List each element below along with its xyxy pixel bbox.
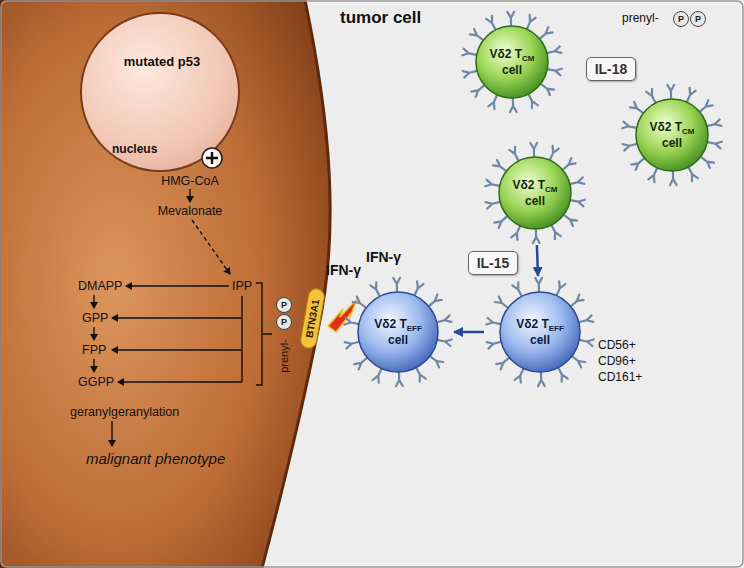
text-label: DMAPP xyxy=(78,279,122,293)
pathway-arrow xyxy=(189,189,190,202)
cell-name-line: Vδ2 TCM xyxy=(489,47,534,63)
text-label: FPP xyxy=(82,343,106,357)
pathway-arrow xyxy=(126,285,229,286)
cell-text: Vδ2 TCMcell xyxy=(489,47,534,77)
text-label: IFN-γ xyxy=(366,249,401,265)
cell-body xyxy=(484,276,596,388)
cell-subscript: CM xyxy=(682,127,694,136)
effector-cell: Vδ2 TEFFcell xyxy=(484,276,596,388)
tumor-cell-shape xyxy=(0,0,430,568)
flow-arrow xyxy=(537,245,538,276)
effector-cell: Vδ2 TEFFcell xyxy=(342,276,454,388)
pathway-arrow xyxy=(93,327,94,340)
cell-name: Vδ2 T xyxy=(374,317,407,331)
cell-name-line: Vδ2 TEFF xyxy=(516,317,564,333)
cytokine-label: IL-18 xyxy=(595,61,628,77)
cell-name: Vδ2 T xyxy=(489,47,522,61)
nucleus-circle: mutated p53 nucleus xyxy=(80,12,240,172)
bracket xyxy=(256,283,272,385)
cell-name: Vδ2 T xyxy=(649,120,682,134)
cytokine-box: IL-18 xyxy=(586,57,637,81)
cell-subscript: CM xyxy=(522,54,534,63)
flow-arrow xyxy=(454,331,484,334)
lightning-bolt xyxy=(328,299,357,332)
pathway-line xyxy=(241,296,242,382)
cell-text: Vδ2 TCMcell xyxy=(649,120,694,150)
phosphate-label: P xyxy=(281,301,287,310)
cell-word: cell xyxy=(512,194,557,208)
text-label: IFN-γ xyxy=(326,262,361,278)
cell-text: Vδ2 TEFFcell xyxy=(516,317,564,347)
cell-body xyxy=(483,141,587,245)
nucleus-label: nucleus xyxy=(112,142,157,156)
cell-text: Vδ2 TCMcell xyxy=(512,178,557,208)
cell-name: Vδ2 T xyxy=(512,178,545,192)
cell-word: cell xyxy=(649,136,694,150)
text-label: IPP xyxy=(232,279,252,293)
cell-subscript: EFF xyxy=(407,324,422,333)
text-label: HMG-CoA xyxy=(161,174,219,188)
pathway-arrow xyxy=(112,317,242,318)
pathway-arrow xyxy=(93,359,94,372)
pathway-arrow xyxy=(192,220,230,274)
pathway-arrow xyxy=(93,295,94,308)
text-label: malignant phenotype xyxy=(86,450,225,467)
cell-title: tumor cell xyxy=(340,8,421,28)
cell-name: Vδ2 T xyxy=(516,317,549,331)
cell-word: cell xyxy=(489,63,534,77)
cell-name-line: Vδ2 TCM xyxy=(512,178,557,194)
cell-word: cell xyxy=(374,333,422,347)
phosphate-label: P xyxy=(678,15,684,24)
text-label: GGPP xyxy=(78,375,114,389)
receptor-label: BTN3A1 xyxy=(303,298,321,338)
text-label: prenyl- xyxy=(278,339,290,373)
cytokine-box: IL-15 xyxy=(468,251,519,275)
cell-subscript: EFF xyxy=(549,324,564,333)
text-label: CD56+ xyxy=(598,338,636,352)
central-memory-cell: Vδ2 TCMcell xyxy=(460,10,564,114)
cell-word: cell xyxy=(516,333,564,347)
cell-text: Vδ2 TEFFcell xyxy=(374,317,422,347)
text-label: geranylgeranylation xyxy=(70,405,179,419)
pathway-arrow xyxy=(112,349,242,350)
cell-name-line: Vδ2 TCM xyxy=(649,120,694,136)
text-label: GPP xyxy=(82,311,108,325)
cell-body xyxy=(460,10,564,114)
pathway-arrow xyxy=(111,421,112,446)
cell-body xyxy=(342,276,454,388)
phosphate-circle: P xyxy=(673,11,689,27)
phosphate-circle: P xyxy=(690,11,706,27)
tumor-cell: tumor cell mutated p53 nucleusPP BTN3A1 xyxy=(0,0,430,568)
phosphate-circle: P xyxy=(276,297,292,313)
text-label: prenyl- xyxy=(622,11,659,25)
cytokine-label: IL-15 xyxy=(477,255,510,271)
pathway-arrow xyxy=(118,381,242,382)
cell-name-line: Vδ2 TEFF xyxy=(374,317,422,333)
phosphate-circle: P xyxy=(276,314,292,330)
plus-symbol xyxy=(202,148,222,168)
nucleus-heading: mutated p53 xyxy=(124,54,201,69)
text-label: CD161+ xyxy=(598,370,642,384)
central-memory-cell: Vδ2 TCMcell xyxy=(620,83,724,187)
phosphate-label: P xyxy=(281,318,287,327)
cell-subscript: CM xyxy=(545,185,557,194)
text-label: CD96+ xyxy=(598,354,636,368)
cell-body xyxy=(620,83,724,187)
phosphate-label: P xyxy=(695,15,701,24)
text-label: Mevalonate xyxy=(158,204,223,218)
central-memory-cell: Vδ2 TCMcell xyxy=(483,141,587,245)
receptor-shape: BTN3A1 xyxy=(298,287,325,350)
